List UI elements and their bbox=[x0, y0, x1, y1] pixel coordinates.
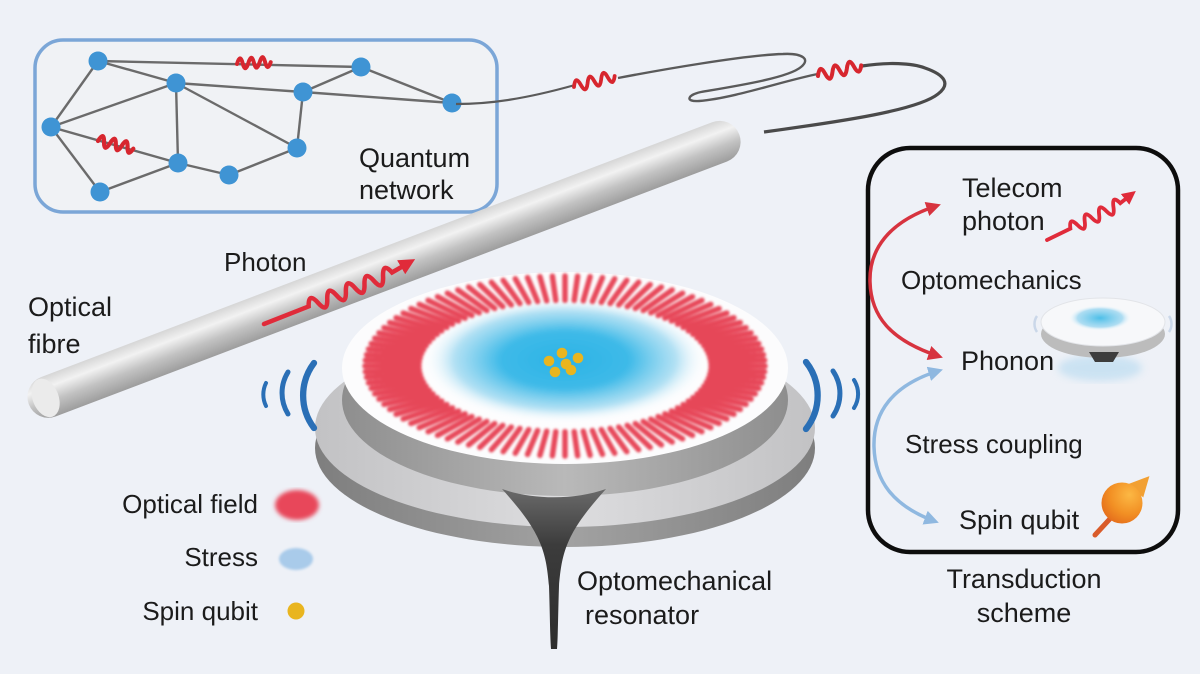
fiber-serpentine bbox=[455, 52, 947, 134]
photon-label: Photon bbox=[224, 247, 306, 277]
phonon-label: Phonon bbox=[961, 346, 1054, 376]
sound-wave-icon-left bbox=[261, 359, 318, 432]
transduction-title: Transduction bbox=[946, 564, 1101, 594]
quantum-network-label: Quantum bbox=[359, 143, 470, 173]
network-node bbox=[168, 153, 188, 173]
photon-wave-icon bbox=[235, 55, 273, 71]
mini-resonator bbox=[1033, 297, 1173, 381]
photon-wave-icon bbox=[816, 59, 864, 81]
resonator bbox=[315, 272, 815, 649]
network-node bbox=[287, 138, 307, 158]
network-frame bbox=[33, 38, 499, 214]
photon-wave-icon bbox=[572, 70, 617, 92]
spin-qubit-icon bbox=[1092, 476, 1150, 538]
legend-spin-qubit-label: Spin qubit bbox=[142, 596, 258, 626]
resonator-label: Optomechanical bbox=[577, 566, 772, 596]
transduction-title: scheme bbox=[977, 598, 1072, 628]
network-node bbox=[442, 93, 462, 113]
optical-fibre-label: fibre bbox=[28, 329, 81, 359]
legend-spin-qubit-swatch bbox=[287, 602, 305, 620]
quantum-network-box: Quantum network bbox=[33, 38, 499, 214]
quantum-network-label: network bbox=[359, 175, 454, 205]
resonator-stem bbox=[502, 489, 606, 649]
telecom-photon-label: Telecom bbox=[962, 173, 1063, 203]
transduction-frame bbox=[865, 145, 1181, 555]
resonator-label: resonator bbox=[585, 600, 699, 630]
transduction-box: Telecom photon Optomechanics Phonon Stre… bbox=[865, 145, 1181, 555]
spin-qubit-label: Spin qubit bbox=[959, 505, 1080, 535]
network-nodes bbox=[41, 51, 462, 202]
optical-field-ring bbox=[362, 273, 768, 459]
legend-optical-field-swatch bbox=[275, 490, 319, 520]
network-node bbox=[219, 165, 239, 185]
network-node bbox=[41, 117, 61, 137]
optical-fibre-label: Optical bbox=[28, 292, 112, 322]
network-node bbox=[88, 51, 108, 71]
legend-stress-swatch bbox=[279, 548, 313, 570]
legend: Optical field Stress Spin qubit bbox=[122, 489, 319, 626]
legend-optical-field-label: Optical field bbox=[122, 489, 258, 519]
spin-qubit-dots bbox=[543, 347, 584, 378]
sound-wave-icon-right bbox=[802, 358, 861, 433]
stress-coupling-arrow bbox=[872, 366, 943, 525]
telecom-photon-label: photon bbox=[962, 206, 1045, 236]
stress-coupling-label: Stress coupling bbox=[905, 429, 1083, 459]
legend-stress-label: Stress bbox=[184, 542, 258, 572]
network-node bbox=[90, 182, 110, 202]
optomechanics-arrow bbox=[868, 202, 943, 360]
photon-wave-icon bbox=[95, 134, 136, 155]
photon-wave-icon bbox=[1045, 190, 1136, 242]
network-node bbox=[351, 57, 371, 77]
optomechanics-label: Optomechanics bbox=[901, 265, 1082, 295]
network-node bbox=[293, 82, 313, 102]
network-node bbox=[166, 73, 186, 93]
photon-wave-icon bbox=[261, 259, 416, 327]
